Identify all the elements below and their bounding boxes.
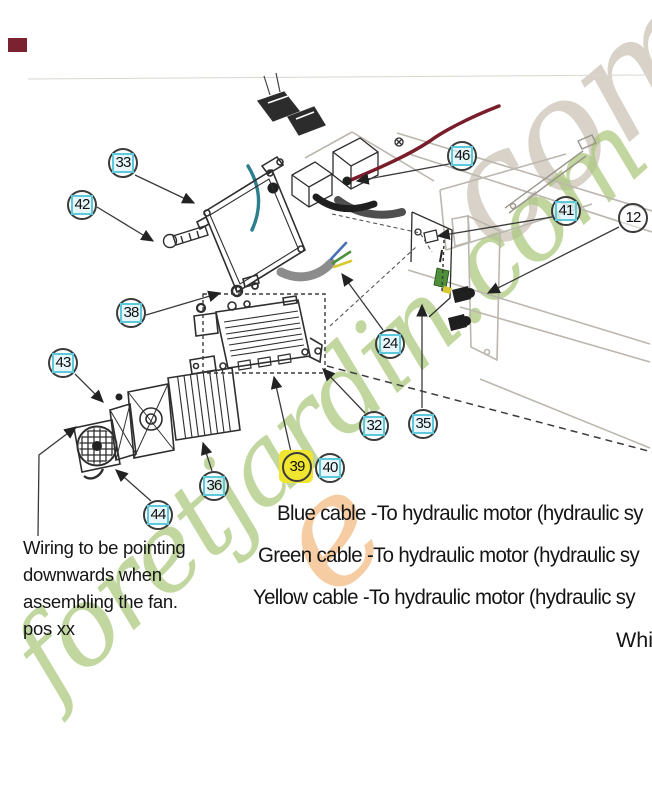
note-line: Wiring to be pointing	[23, 537, 186, 558]
teal-cable	[246, 164, 261, 232]
leader-lines	[37, 163, 620, 537]
callout-44: 44	[143, 500, 173, 530]
callout-41: 41	[551, 196, 581, 226]
control-unit-drawing	[193, 295, 323, 371]
blue-cable-note: Blue cable -To hydraulic motor (hydrauli…	[277, 501, 643, 525]
callout-35: 35	[408, 409, 438, 439]
note-line: downwards when	[23, 564, 162, 585]
callout-42: 42	[67, 190, 97, 220]
gas-strut-drawing	[504, 134, 597, 214]
corner-color-mark	[8, 38, 27, 52]
callout-12: 12	[618, 203, 648, 233]
callout-39: 39	[282, 452, 312, 482]
yellow-cable-note: Yellow cable -To hydraulic motor (hydrau…	[253, 585, 636, 609]
cables-hoses	[246, 104, 501, 282]
callout-36: 36	[199, 471, 229, 501]
dark-hose	[334, 196, 406, 219]
green-cable-note: Green cable -To hydraulic motor (hydraul…	[258, 543, 640, 567]
yellow-wire	[332, 259, 353, 269]
fan-assembly-drawing	[73, 355, 241, 480]
blue-wire	[329, 241, 348, 261]
callout-46: 46	[447, 141, 477, 171]
red-cable-connector	[342, 176, 352, 186]
black-hose	[312, 193, 378, 213]
callout-43: 43	[48, 348, 78, 378]
green-wire	[331, 250, 352, 265]
note-line: assembling the fan.	[23, 591, 178, 612]
callout-40: 40	[315, 453, 345, 483]
gray-hose	[276, 258, 336, 282]
clipped-white-cable-note: Whi	[616, 628, 652, 652]
bracket-connector-drawing	[410, 211, 475, 331]
callout-32: 32	[359, 411, 389, 441]
dashed-annotations	[202, 213, 652, 453]
relay-connector-cluster	[256, 72, 404, 208]
callout-24: 24	[375, 329, 405, 359]
bolt-drawing	[162, 225, 209, 249]
callout-38: 38	[116, 298, 146, 328]
note-line: pos xx	[23, 618, 75, 639]
fan-assembly-note: Wiring to be pointing downwards when ass…	[23, 534, 186, 642]
oil-cooler-drawing	[195, 155, 306, 298]
red-cable	[349, 104, 501, 182]
callout-33: 33	[108, 148, 138, 178]
machine-frame-lines	[27, 74, 652, 449]
